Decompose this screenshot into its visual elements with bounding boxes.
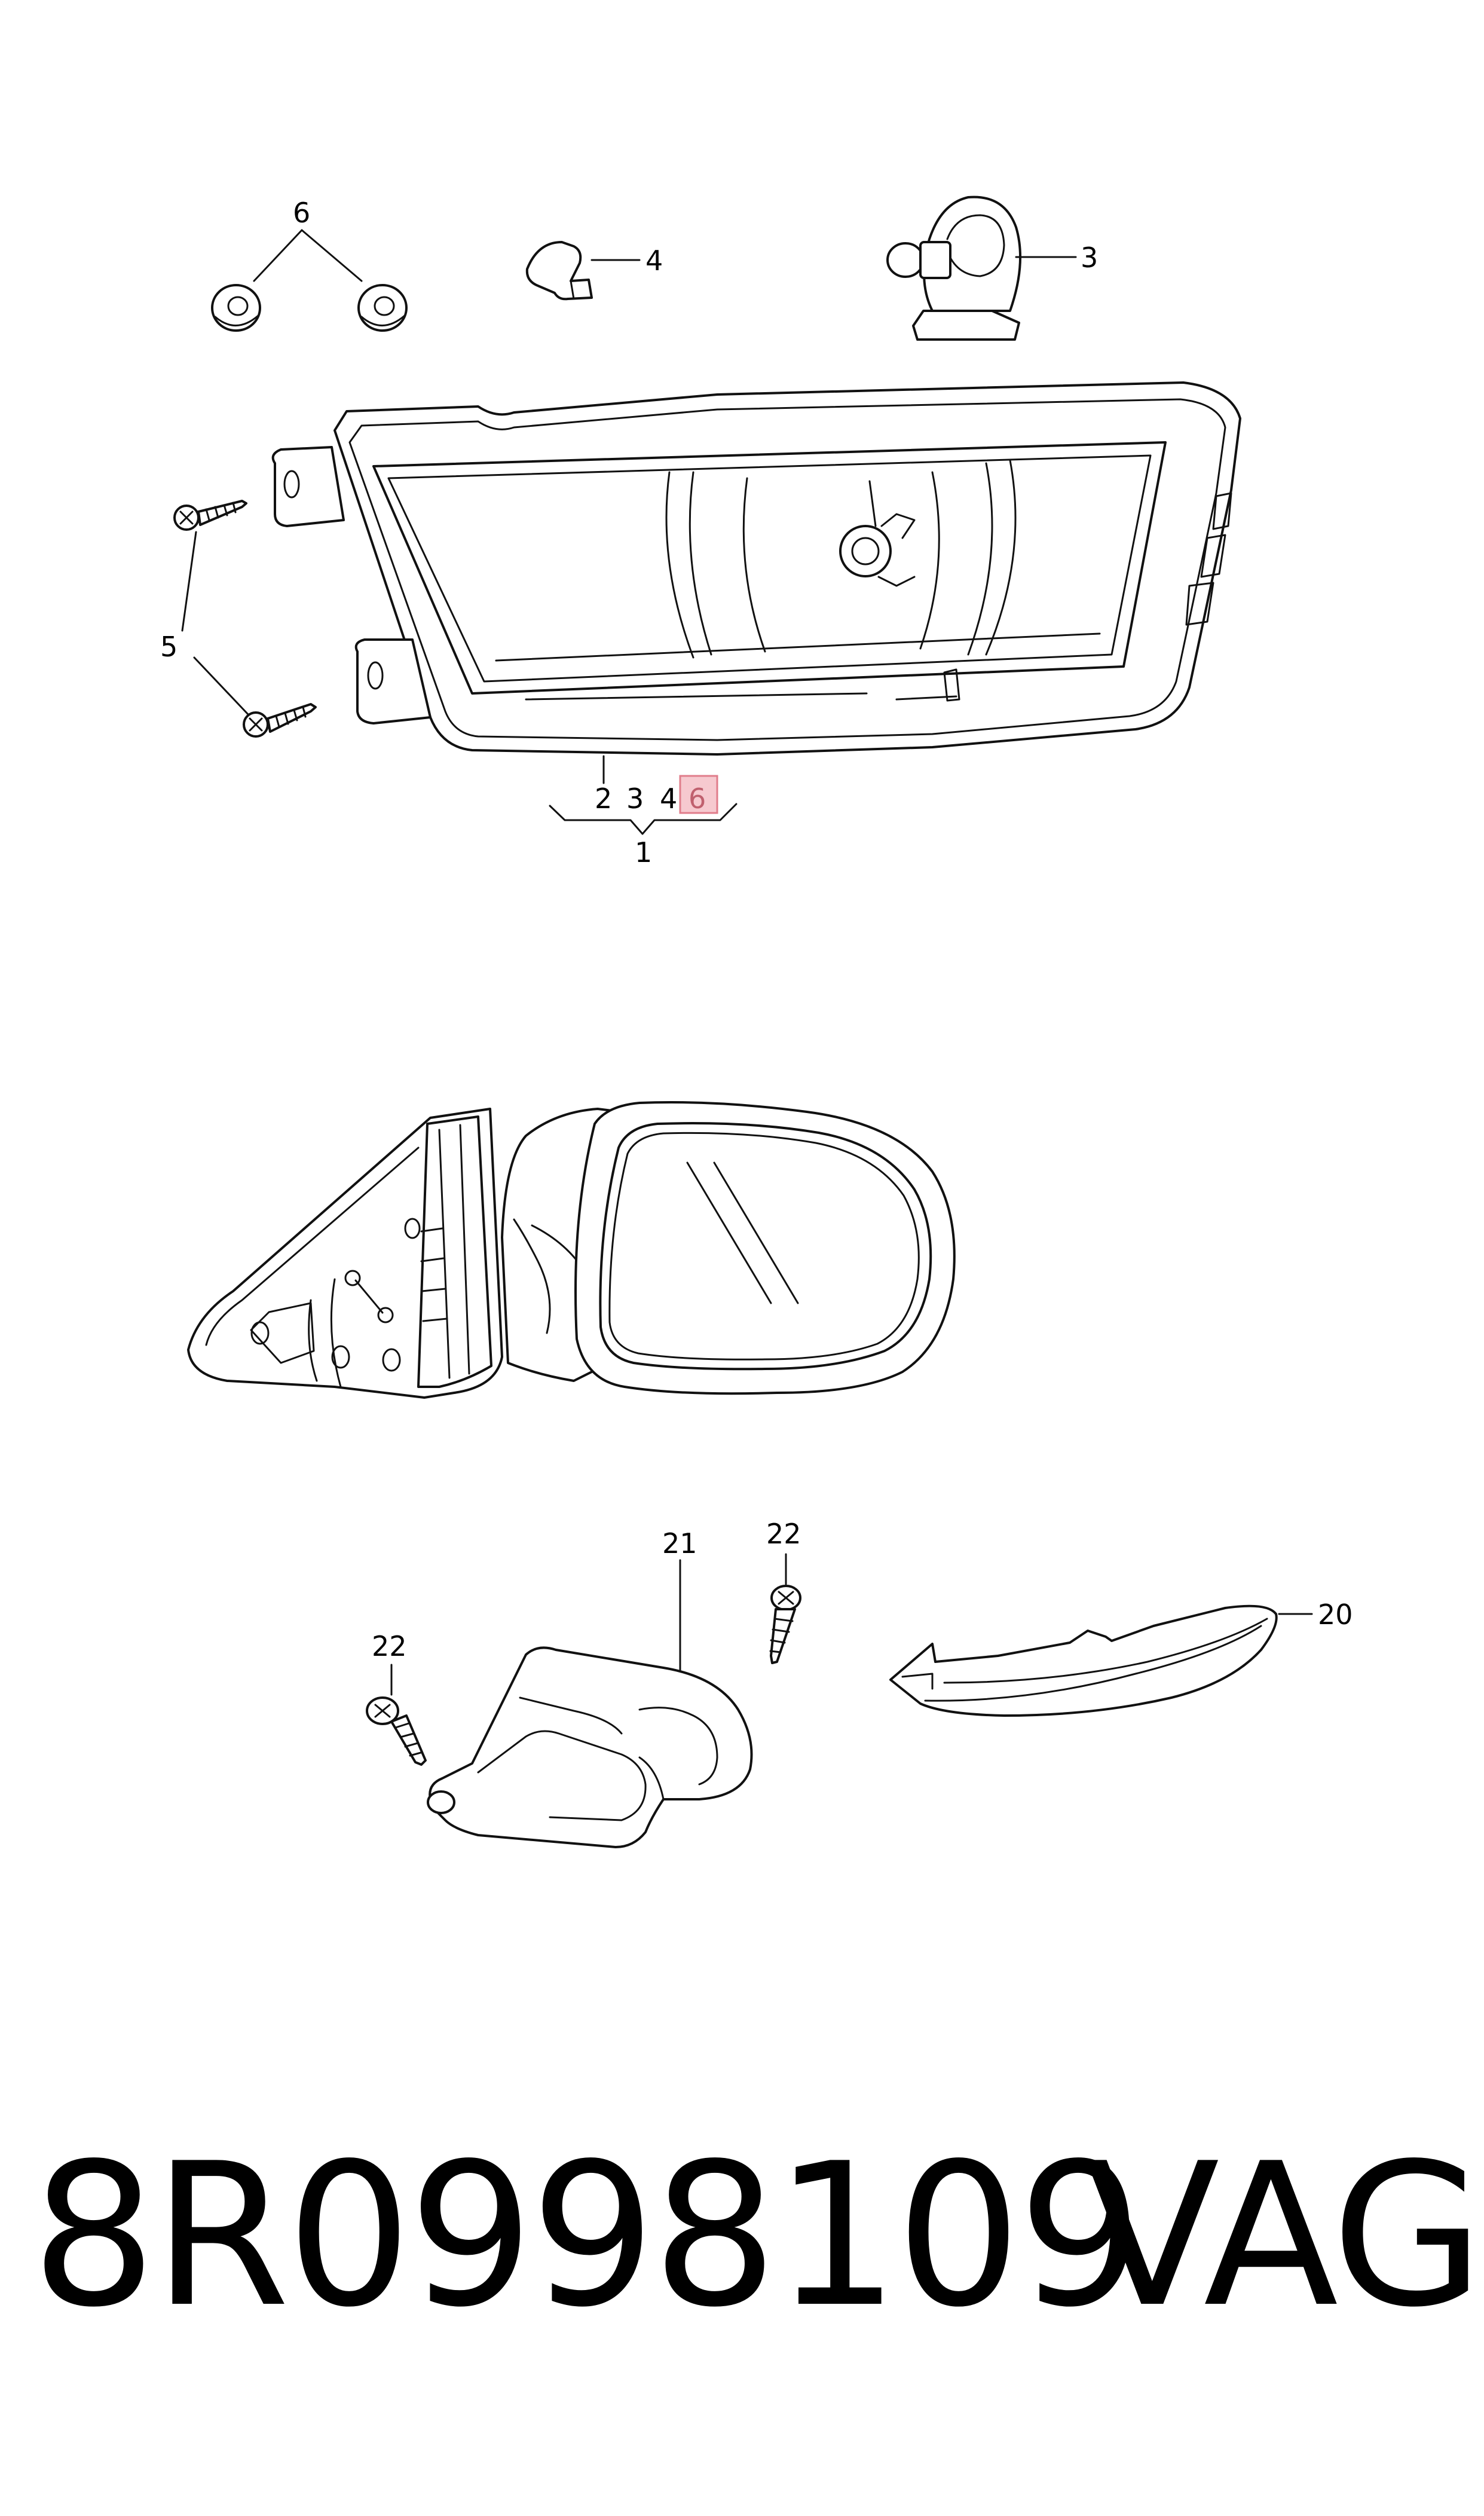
part-number: 8R0998109: [31, 2121, 1143, 2350]
callout-screw-22-right: 22: [766, 1518, 801, 1550]
bracket-21: 21: [427, 1527, 753, 1848]
screw-bottom: [243, 703, 317, 738]
screw-top: [173, 500, 247, 531]
side-mirror-assembly: [187, 1101, 956, 1399]
callout-screws-5: 5: [160, 631, 178, 663]
fog-lamp-housing: [271, 381, 1241, 756]
elbow-connector-4: 4: [525, 241, 663, 301]
lamp-bulb-hole: [839, 480, 916, 587]
callout-strip-20: 20: [1318, 1598, 1353, 1631]
brand-name: VAG: [1085, 2121, 1484, 2350]
callout-bracket-21: 21: [662, 1527, 697, 1560]
callout-group-4: 4: [660, 782, 677, 815]
mounting-lug-top: [271, 446, 345, 527]
trim-strip-20: 20: [889, 1598, 1353, 1717]
component-group-callouts: 2 3 4 6 1: [549, 755, 738, 869]
highlight-group-6: [679, 775, 718, 814]
screw-22-left: 22: [366, 1630, 427, 1766]
mounting-lug-bottom: [354, 638, 432, 724]
nut-pair-6: 6: [211, 197, 408, 332]
screw-22-right: 22: [766, 1518, 801, 1664]
callout-group-6: 6: [689, 782, 706, 815]
callout-group-3: 3: [626, 782, 644, 815]
callout-group-2: 2: [595, 782, 612, 815]
callout-connector-4: 4: [645, 244, 663, 277]
screws-5: 5: [160, 500, 317, 738]
callout-nuts-6: 6: [293, 197, 310, 229]
callout-bulb-3: 3: [1081, 241, 1098, 274]
callout-screw-22-left: 22: [372, 1630, 407, 1662]
nut-left: [211, 284, 261, 332]
callout-group-1: 1: [635, 836, 652, 869]
bulb-socket-3: 3: [886, 195, 1098, 341]
nut-right: [357, 284, 408, 332]
